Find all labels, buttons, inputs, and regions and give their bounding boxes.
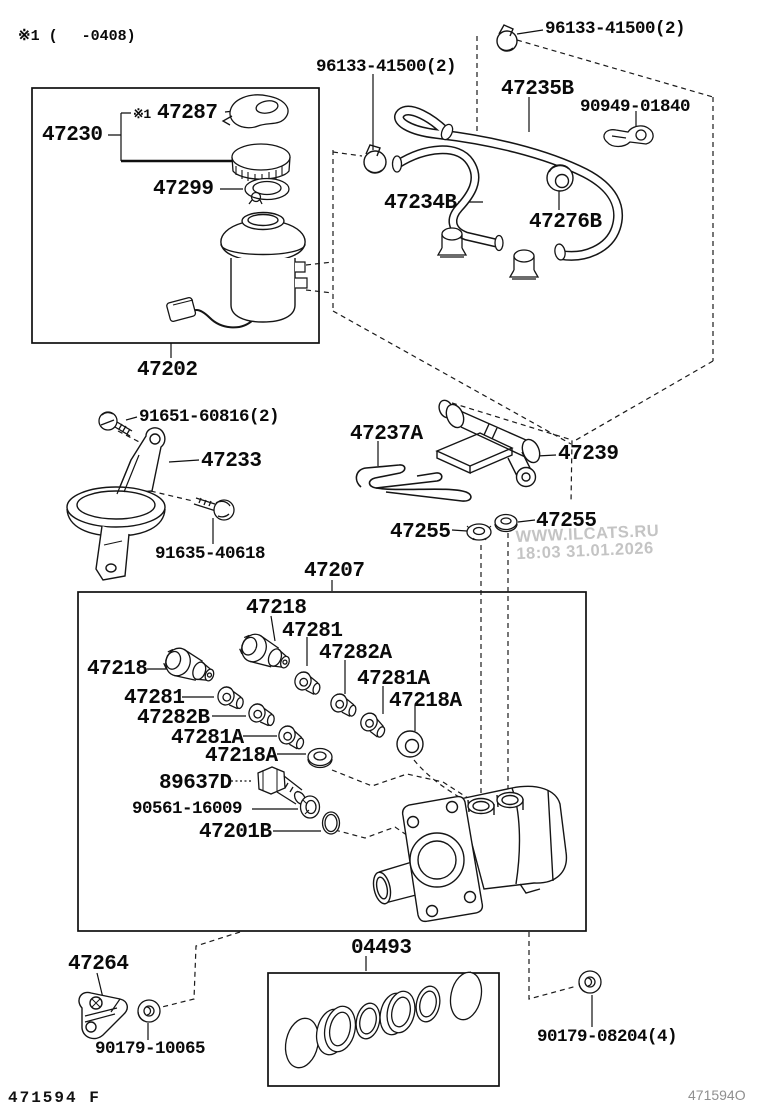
gasket-47287-drawing [221, 94, 289, 129]
hose-end-union-right [508, 249, 540, 280]
diagram-note: ※1 ( -0408) [18, 28, 136, 45]
bracket-47233-drawing [66, 427, 166, 581]
box-04493-kit [267, 972, 500, 1087]
part-label-47255-left: 47255 [390, 521, 451, 544]
part-label-47230: 47230 [42, 124, 103, 147]
grommet-47276B-drawing [546, 164, 574, 192]
pipe-47235B-drawing [394, 105, 624, 261]
bolt-47281A-right [356, 709, 390, 740]
part-label-47218A-right: 47218A [389, 690, 462, 713]
part-label-47255-right: 47255 [536, 510, 597, 533]
part-label-90179-08204: 90179-08204(4) [537, 1027, 678, 1047]
ring-47218A-left [307, 747, 333, 769]
part-label-note-47287: ※1 [133, 107, 151, 122]
nut-90179-08204 [578, 970, 602, 994]
footer-code-left: 471594 F [8, 1089, 101, 1107]
part-label-90949-01840: 90949-01840 [580, 97, 691, 117]
clevis-47264-drawing [78, 991, 128, 1040]
bolt-47281-top [292, 669, 324, 697]
part-label-47281-top: 47281 [282, 620, 343, 643]
part-label-04493: 04493 [351, 937, 412, 960]
bolt-47281-left [215, 684, 247, 711]
part-label-47235B: 47235B [501, 78, 574, 101]
part-label-89637D: 89637D [159, 772, 232, 795]
part-label-47299: 47299 [153, 178, 214, 201]
part-label-47207: 47207 [304, 560, 365, 583]
oring-47201B-drawing [321, 811, 341, 835]
clamp-96133-mid [363, 144, 387, 174]
sensor-89637D-drawing [257, 766, 307, 805]
part-label-47282A: 47282A [319, 642, 392, 665]
cap-47230-drawing [231, 143, 291, 182]
part-label-47237A: 47237A [350, 423, 423, 446]
ring-47218A-right [396, 730, 424, 758]
nut-90179-10065 [137, 999, 161, 1023]
part-label-47202: 47202 [137, 359, 198, 382]
part-label-90179-10065: 90179-10065 [95, 1039, 206, 1059]
part-label-47287: 47287 [157, 102, 218, 125]
part-label-47233: 47233 [201, 450, 262, 473]
part-label-47276B: 47276B [529, 211, 602, 234]
part-label-96133-mid: 96133-41500(2) [316, 57, 457, 77]
bolt-47281A-left [275, 723, 308, 751]
clip-47237A-drawing [355, 464, 472, 502]
leader-lines [96, 29, 637, 1040]
clip-90949-drawing [603, 125, 654, 148]
part-label-47264: 47264 [68, 953, 129, 976]
valve-47239-drawing [435, 399, 541, 488]
reservoir-47202-drawing [166, 211, 308, 329]
part-label-47282B: 47282B [137, 707, 210, 730]
bolt-91635-drawing [193, 497, 235, 521]
washer-47255-right [494, 513, 518, 533]
ring-90561-drawing [299, 795, 321, 819]
cap-47299-drawing [244, 177, 290, 205]
part-label-47234B: 47234B [384, 192, 457, 215]
part-label-47281A-right: 47281A [357, 668, 430, 691]
clamp-96133-top [496, 24, 518, 52]
part-label-47201B: 47201B [199, 821, 272, 844]
box-47202-assembly [31, 87, 320, 344]
part-label-47281A-left: 47281A [171, 727, 244, 750]
hose-47234B-drawing [391, 145, 504, 252]
part-label-91635-40618: 91635-40618 [155, 544, 266, 564]
part-label-47218A-left: 47218A [205, 745, 278, 768]
bolt-47282A [328, 691, 360, 719]
master-cylinder-body-drawing [372, 785, 568, 923]
part-label-96133-top: 96133-41500(2) [545, 19, 686, 39]
part-label-90561-16009: 90561-16009 [132, 799, 243, 819]
screw-91651-drawing [98, 411, 133, 437]
part-label-47218-top: 47218 [246, 597, 307, 620]
part-label-47239: 47239 [558, 443, 619, 466]
part-label-47281-left: 47281 [124, 687, 185, 710]
part-label-47218-left: 47218 [87, 658, 148, 681]
kit-seals-04493-drawing [284, 971, 483, 1069]
part-label-91651-60816: 91651-60816(2) [139, 407, 280, 427]
union-47218-left [160, 643, 220, 689]
bolt-47282B [246, 701, 278, 728]
footer-code-right: 471594O [688, 1087, 746, 1103]
watermark: WWW.ILCATS.RU 18:03 31.01.2026 [515, 522, 660, 564]
box-47207-assembly [77, 591, 587, 932]
hose-end-union-left [436, 227, 468, 258]
washer-47255-left [466, 523, 492, 541]
